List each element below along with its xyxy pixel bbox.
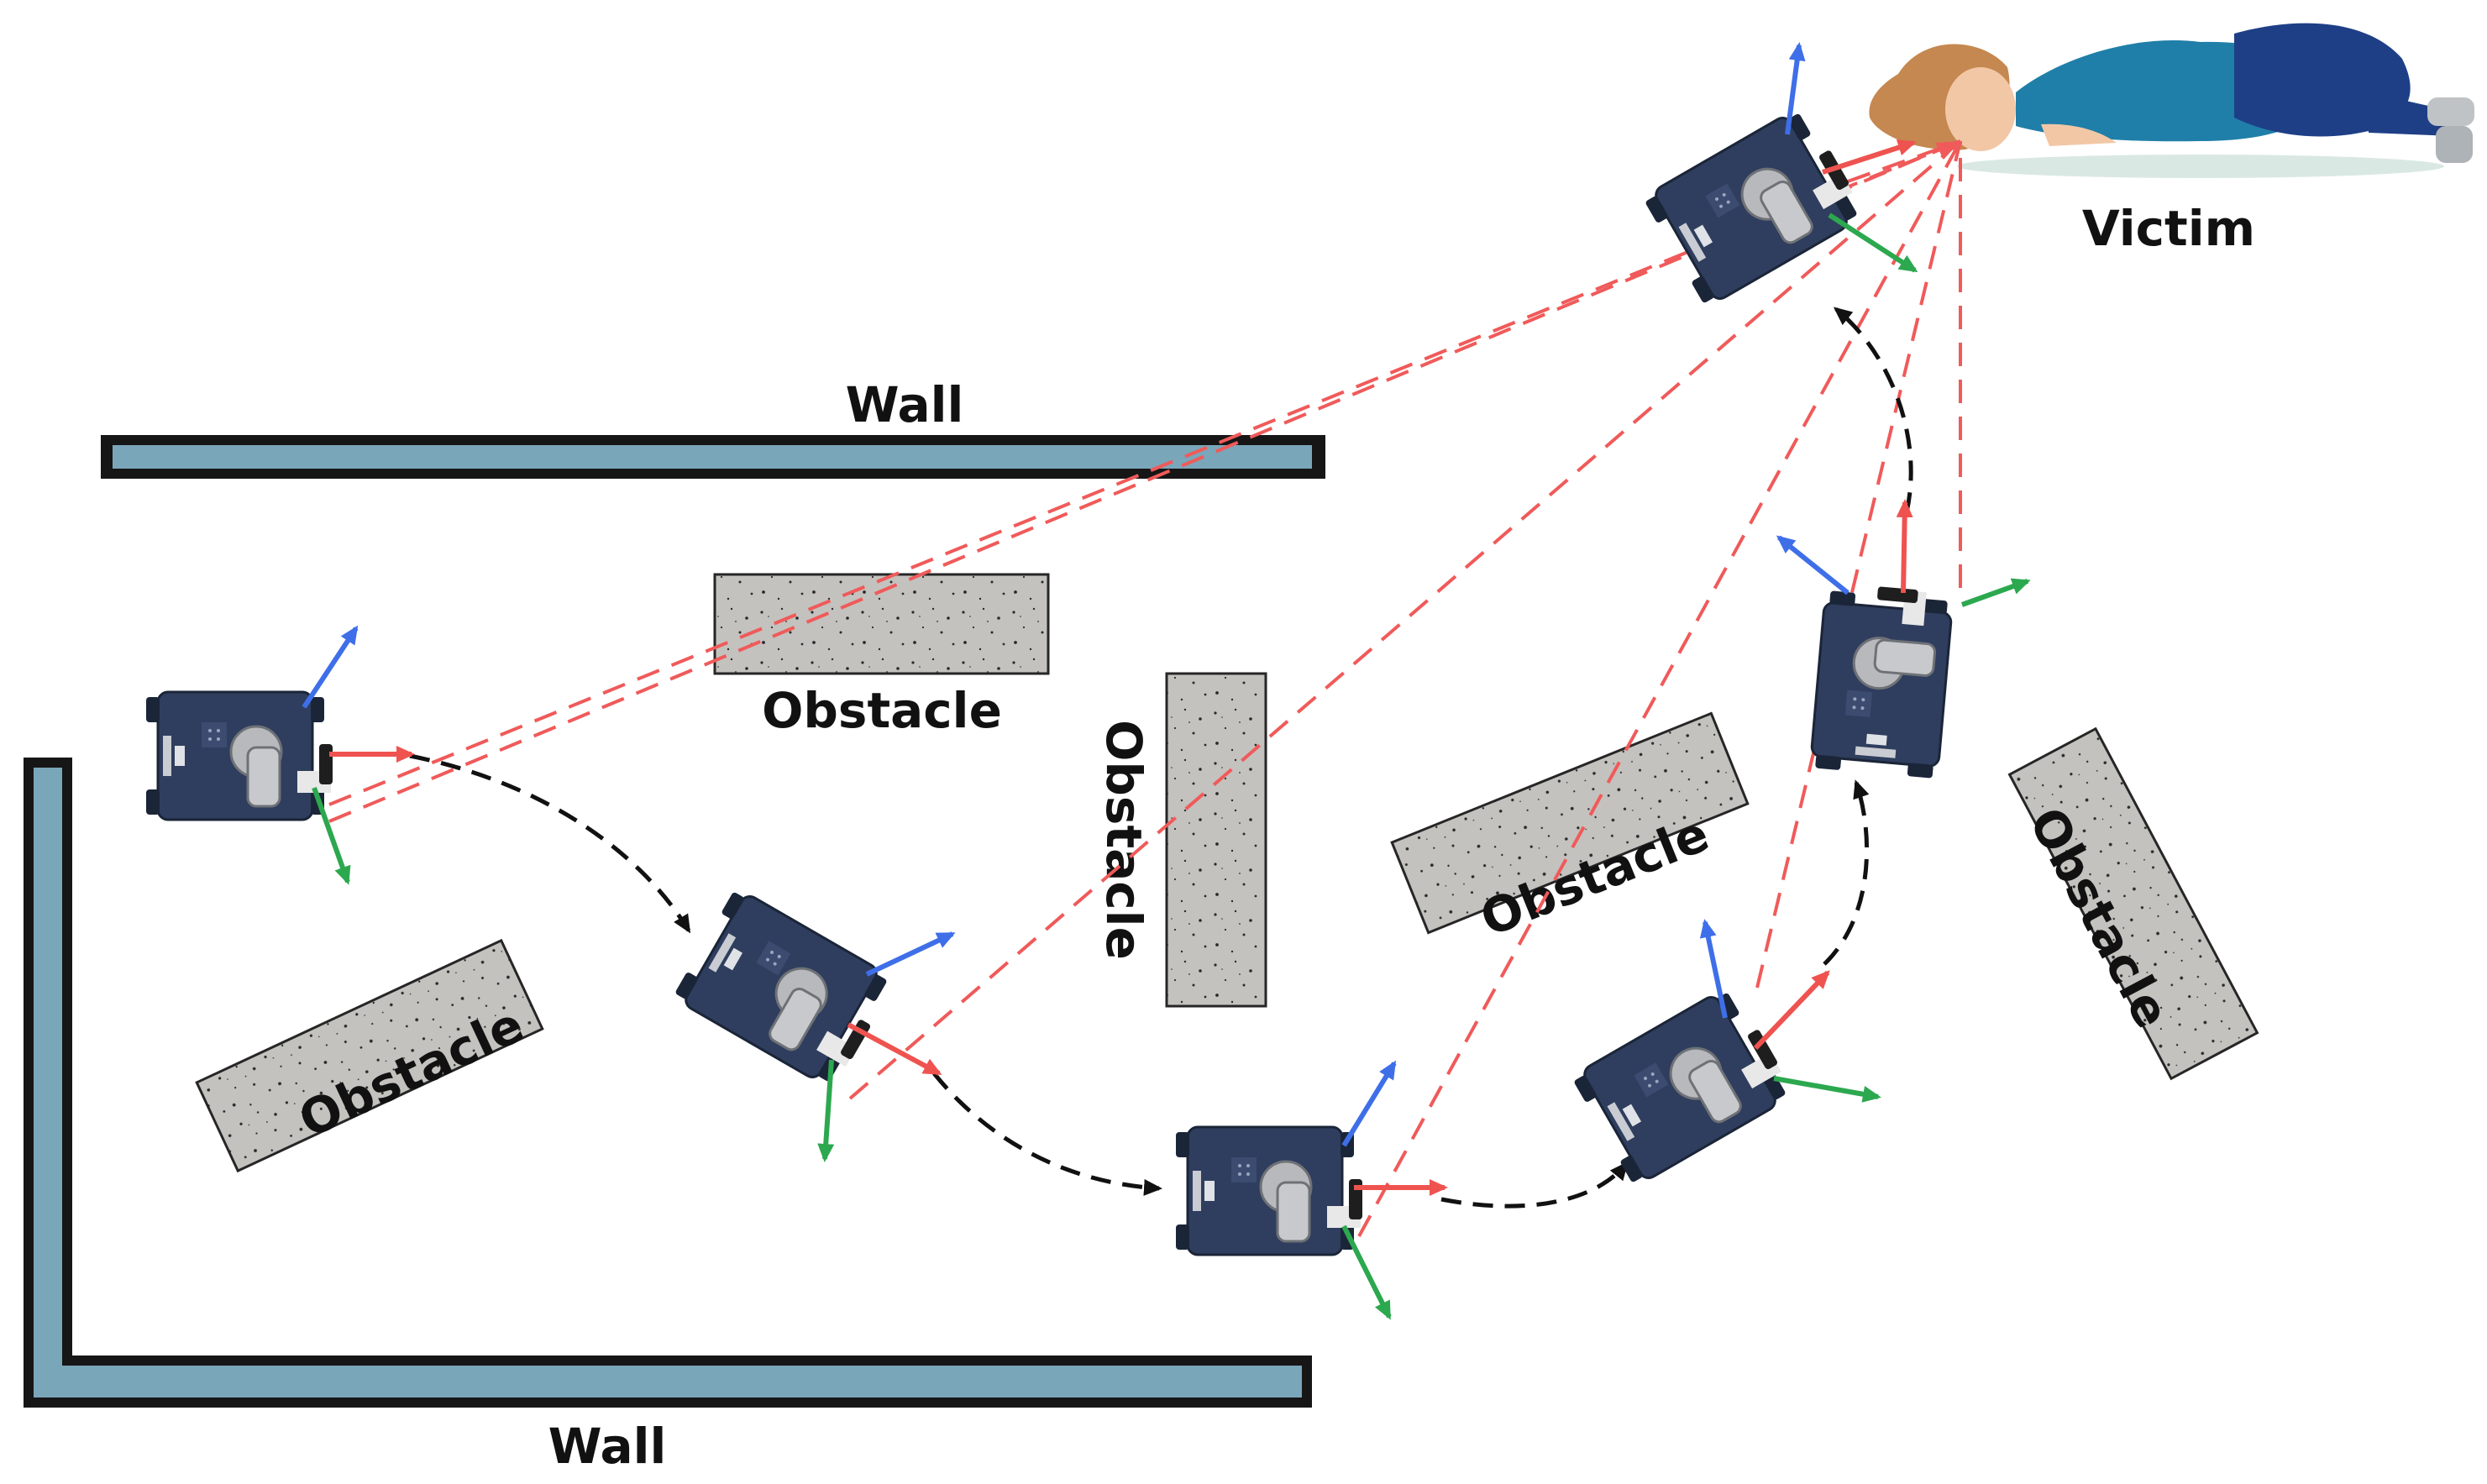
obstacle-4 <box>1390 711 1750 935</box>
path-segment-4 <box>1823 779 1870 966</box>
path-segment-5 <box>1833 307 1913 513</box>
sight-arrowheads <box>1935 141 1960 160</box>
robot-4 <box>1569 919 1881 1189</box>
path-segment-2 <box>932 1072 1162 1196</box>
sight-line-4 <box>1357 140 1962 1237</box>
obstacle-3 <box>1165 672 1267 1008</box>
obstacle-2 <box>195 938 544 1173</box>
robot-3 <box>1174 1060 1448 1320</box>
wall-top <box>101 435 1325 479</box>
robot-6 <box>1640 42 1918 310</box>
victim <box>1869 23 2474 178</box>
obstacle-3-label: Obstacle <box>1095 720 1152 960</box>
path-segment-1 <box>409 753 691 934</box>
robot-path <box>409 307 1913 1209</box>
robot-2 <box>670 885 956 1162</box>
obstacle-1-label: Obstacle <box>762 682 1002 739</box>
wall-bottom-label: Wall <box>548 1418 667 1475</box>
sight-line-5 <box>1755 140 1962 988</box>
sight-line-7 <box>1847 139 1961 183</box>
obstacle-5 <box>2007 726 2259 1081</box>
robot-5 <box>1776 499 2031 780</box>
path-segment-3 <box>1440 1161 1629 1209</box>
sight-line-3 <box>848 139 1962 1100</box>
sight-lines <box>328 139 1962 1237</box>
wall-top-label: Wall <box>846 376 964 433</box>
robot-1 <box>144 625 415 885</box>
victim-label: Victim <box>2082 200 2255 257</box>
